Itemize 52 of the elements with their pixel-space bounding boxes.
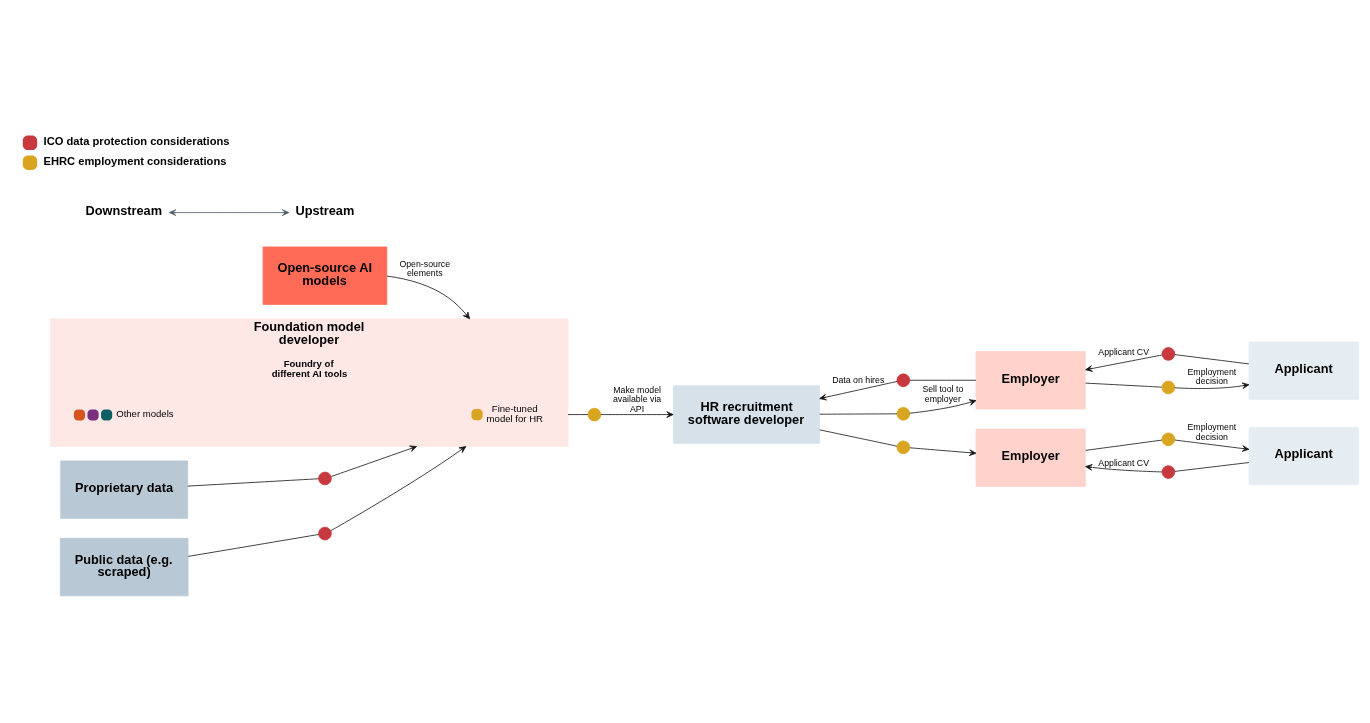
node-label: Fine-tuned model for HR (486, 402, 543, 425)
connector (1085, 382, 1163, 388)
node-circle (318, 471, 332, 486)
legend-label: EHRC employment considerations (43, 154, 227, 167)
arrow (386, 275, 470, 320)
node-circle (318, 526, 332, 541)
node-box: Proprietary data (60, 460, 189, 519)
arrow (600, 411, 674, 418)
node-circle (587, 407, 602, 422)
node-box: HR recruitment software developer (673, 385, 820, 444)
edge-label: Make model available via API (612, 384, 662, 415)
arrow (1174, 439, 1250, 452)
arrow (909, 399, 977, 414)
node-box: Applicant (1248, 426, 1359, 486)
arrow (819, 381, 898, 401)
connector (1085, 439, 1163, 451)
edge-label: Employment decision (1187, 422, 1237, 442)
node-circle (1161, 465, 1176, 479)
arrow (1085, 464, 1163, 473)
connector (187, 534, 319, 557)
node-box: Open-source AI models (262, 246, 388, 305)
legend-label: ICO data protection considerations (43, 134, 230, 147)
edge-label: Applicant CV (1098, 457, 1150, 468)
arrow (1085, 354, 1163, 372)
node-circle (1161, 347, 1176, 361)
arrow (909, 447, 977, 456)
node-circle (896, 440, 911, 455)
arrow (330, 446, 467, 532)
edge-label: Data on hires (832, 374, 885, 385)
arrow (1174, 382, 1250, 389)
edge-label: Employment decision (1187, 366, 1237, 387)
connector (567, 414, 589, 415)
node-box: Employer (975, 428, 1086, 487)
arrow (169, 209, 290, 216)
connector (819, 429, 898, 447)
node-box: Public data (e.g. scraped) (59, 537, 189, 597)
connector (187, 478, 319, 487)
edge-label: Sell tool to employer (922, 384, 964, 404)
node-box: Applicant (1248, 341, 1359, 400)
node-circle (896, 373, 911, 388)
arrow (331, 445, 417, 477)
edge-label: Applicant CV (1098, 347, 1150, 358)
edge-label: Open-source elements (399, 258, 451, 279)
connector (1174, 354, 1250, 365)
node-label: Other models (116, 408, 174, 420)
node-circle (896, 407, 911, 421)
node-text: Upstream (295, 202, 355, 218)
node-circle (1161, 432, 1176, 447)
node-text: Downstream (85, 202, 163, 218)
node-circle (1161, 380, 1176, 395)
connector (1174, 462, 1250, 472)
node-box: Employer (975, 351, 1086, 410)
